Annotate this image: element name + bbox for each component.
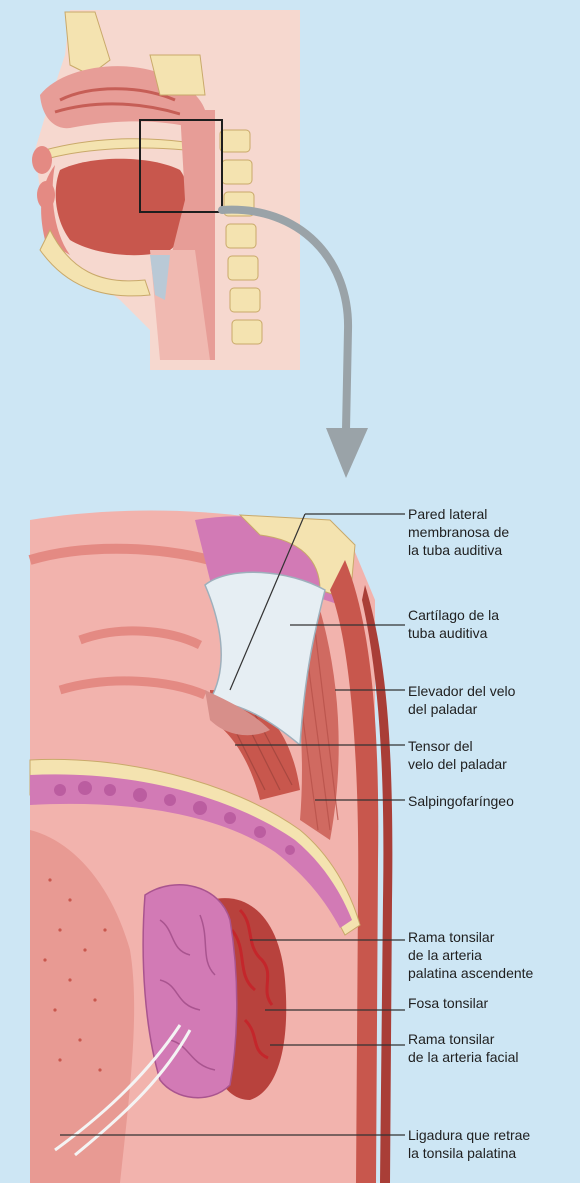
label-line: Tensor del bbox=[408, 737, 507, 755]
label-line: Elevador del velo bbox=[408, 682, 515, 700]
label-salpingofaringeo: Salpingofaríngeo bbox=[408, 792, 514, 810]
label-line: velo del paladar bbox=[408, 755, 507, 773]
label-rama-tonsilar-palatina: Rama tonsilar de la arteria palatina asc… bbox=[408, 928, 533, 982]
label-line: tuba auditiva bbox=[408, 624, 499, 642]
head-sagittal-section bbox=[32, 10, 300, 370]
label-line: de la arteria facial bbox=[408, 1048, 519, 1066]
label-line: de la arteria bbox=[408, 946, 533, 964]
label-tensor: Tensor del velo del paladar bbox=[408, 737, 507, 773]
label-rama-tonsilar-facial: Rama tonsilar de la arteria facial bbox=[408, 1030, 519, 1066]
label-cartilago: Cartílago de la tuba auditiva bbox=[408, 606, 499, 642]
pharynx-detail bbox=[30, 510, 392, 1183]
label-ligadura: Ligadura que retrae la tonsila palatina bbox=[408, 1126, 530, 1162]
label-line: Fosa tonsilar bbox=[408, 994, 488, 1012]
label-line: Rama tonsilar bbox=[408, 928, 533, 946]
label-line: la tonsila palatina bbox=[408, 1144, 530, 1162]
label-line: Rama tonsilar bbox=[408, 1030, 519, 1048]
label-fosa-tonsilar: Fosa tonsilar bbox=[408, 994, 488, 1012]
label-line: membranosa de bbox=[408, 523, 509, 541]
label-elevador: Elevador del velo del paladar bbox=[408, 682, 515, 718]
label-line: Cartílago de la bbox=[408, 606, 499, 624]
label-line: Ligadura que retrae bbox=[408, 1126, 530, 1144]
label-pared-lateral: Pared lateral membranosa de la tuba audi… bbox=[408, 505, 509, 559]
label-line: Salpingofaríngeo bbox=[408, 792, 514, 810]
label-line: Pared lateral bbox=[408, 505, 509, 523]
label-line: del paladar bbox=[408, 700, 515, 718]
label-line: palatina ascendente bbox=[408, 964, 533, 982]
label-line: la tuba auditiva bbox=[408, 541, 509, 559]
